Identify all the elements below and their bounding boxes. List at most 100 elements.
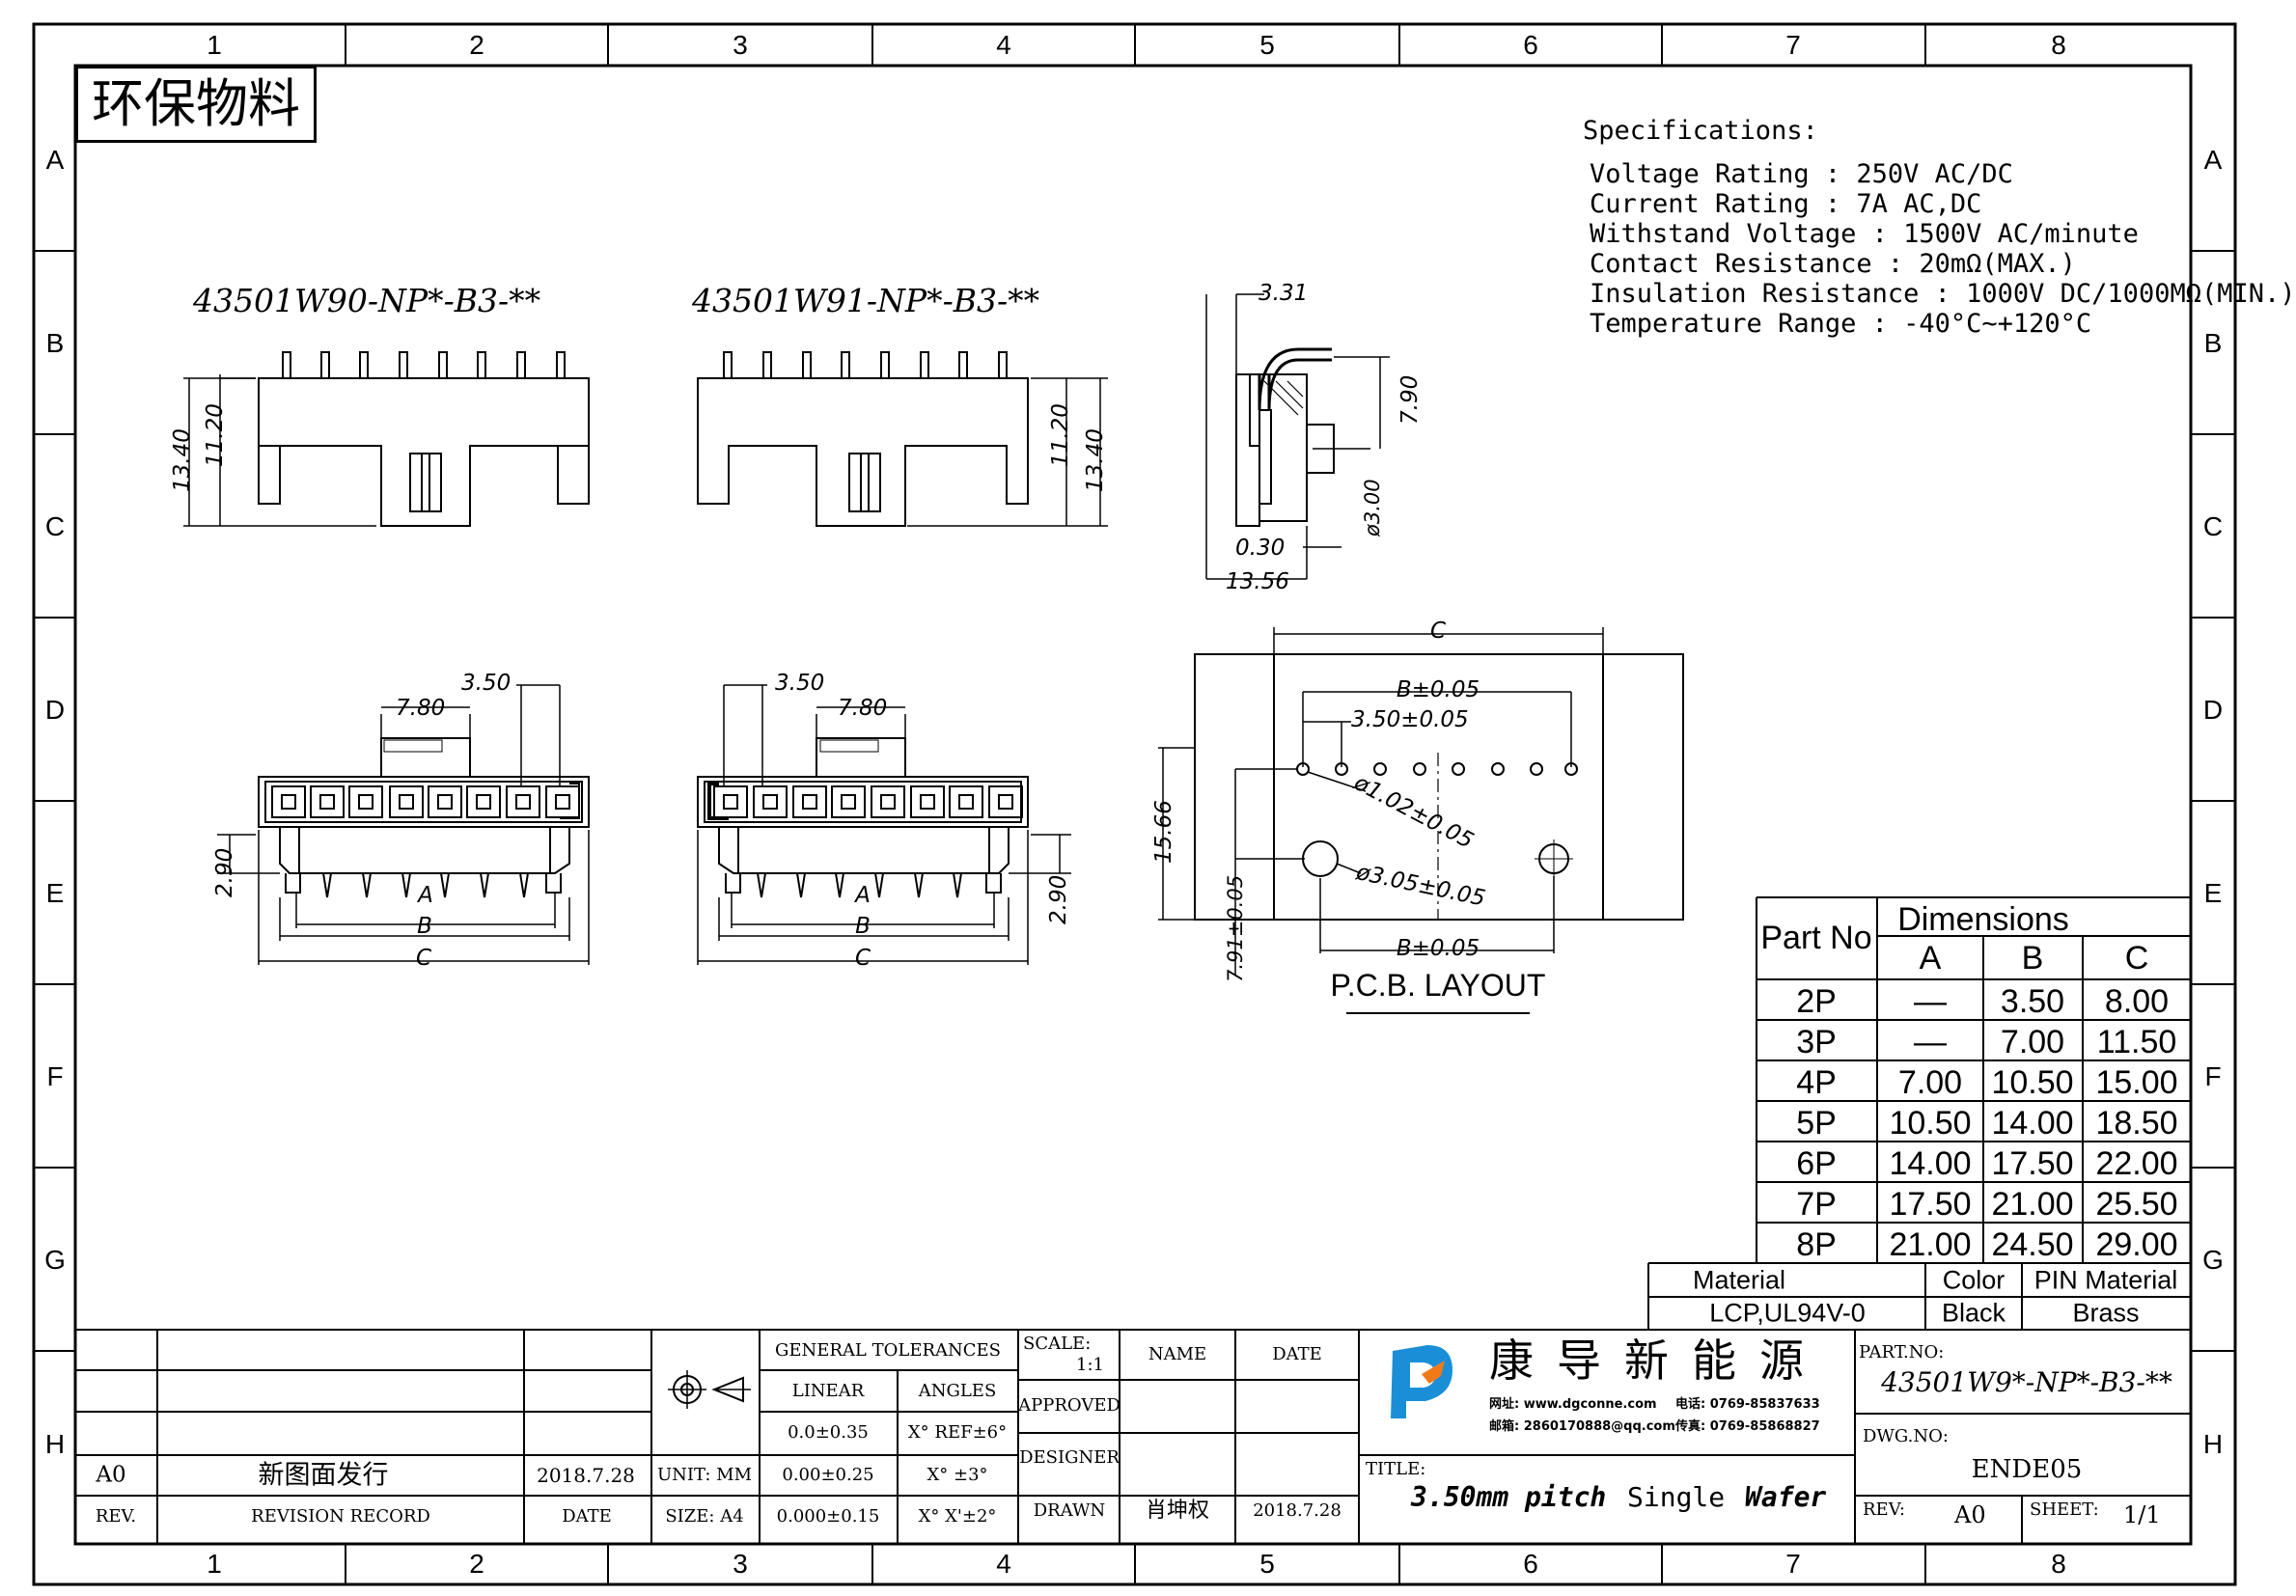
company-web: 网址: www.dgconne.com <box>1489 1397 1657 1412</box>
pcb-dim-b-top: B±0.05 <box>1396 677 1480 702</box>
dim-0-30: 0.30 <box>1235 536 1286 561</box>
column-label: 7 <box>1785 30 1801 60</box>
dim-a-right: A <box>855 883 871 908</box>
dim-table-header-dimensions: Dimensions <box>1897 901 2069 938</box>
front-right-part-label: 43501W91-NP*-B3-** <box>692 282 1040 319</box>
scale-label: SCALE: <box>1023 1334 1092 1354</box>
dim-table-cell-c: 11.50 <box>2096 1024 2177 1060</box>
row-label: H <box>2202 1429 2224 1459</box>
dim-table-cell-c: 8.00 <box>2104 983 2170 1020</box>
dim-table-cell-b: 3.50 <box>2000 983 2065 1020</box>
drawn-date: 2018.7.28 <box>1253 1500 1342 1521</box>
dim-table-cell-b: 24.50 <box>1991 1226 2074 1263</box>
grid-row-ticks <box>34 250 2235 1352</box>
dim-phi-3-00: ø3.00 <box>1361 479 1384 537</box>
column-label: 8 <box>2051 30 2066 60</box>
rev-date: 2018.7.28 <box>537 1464 635 1487</box>
inner-frame <box>73 64 2193 1546</box>
dim-7-80-right: 7.80 <box>838 696 888 721</box>
dimensions-table-lines <box>1647 896 2191 1330</box>
column-label: 1 <box>207 1549 222 1579</box>
dim-11-20-right: 11.20 <box>1048 403 1073 467</box>
dim-2-90-left: 2.90 <box>212 847 237 897</box>
rev-record: 新图面发行 <box>258 1460 389 1491</box>
color-value: Black <box>1941 1298 2006 1328</box>
pcb-dim-pitch: 3.50±0.05 <box>1351 707 1469 732</box>
dim-table-cell-c: 15.00 <box>2095 1064 2178 1101</box>
dim-table-cell-part: 6P <box>1796 1145 1837 1182</box>
bottom-view-right <box>697 684 1071 965</box>
column-label: 3 <box>733 30 748 60</box>
angle-tol-3: X° X'±2° <box>918 1506 997 1527</box>
color-label: Color <box>1942 1265 2006 1295</box>
dim-11-20-left: 11.20 <box>203 403 228 467</box>
pcb-dim-b-bottom: B±0.05 <box>1396 936 1480 961</box>
dim-table-cell-part: 4P <box>1796 1064 1837 1101</box>
linear-tol-3: 0.000±0.15 <box>776 1506 880 1527</box>
title-label: TITLE: <box>1366 1459 1426 1479</box>
row-label: H <box>44 1429 66 1459</box>
bottom-view-left <box>217 684 590 965</box>
row-label: A <box>2203 145 2223 175</box>
dim-table-cell-b: 14.00 <box>1991 1105 2074 1142</box>
side-view <box>1205 293 1390 580</box>
front-left-part-label: 43501W90-NP*-B3-** <box>193 282 541 319</box>
column-label: 4 <box>996 30 1011 60</box>
row-label: D <box>44 695 66 725</box>
dim-table-cell-c: 18.50 <box>2095 1105 2178 1142</box>
dim-b-left: B <box>417 914 432 939</box>
row-label: A <box>45 145 65 175</box>
designer-label: DESIGNER <box>1019 1447 1120 1468</box>
row-label: E <box>45 878 65 908</box>
linear-tol-1: 0.0±0.35 <box>788 1422 869 1443</box>
material-label: Material <box>1692 1265 1786 1295</box>
eco-label: 环保物料 <box>75 66 317 143</box>
column-label: 1 <box>207 30 222 60</box>
row-label: C <box>44 511 66 541</box>
title-value-wafer: Wafer <box>1745 1481 1827 1513</box>
rev-label: REV: <box>1863 1500 1905 1520</box>
spec-line: Contact Resistance : 20mΩ(MAX.) <box>1590 249 2076 279</box>
sheet-value: 1/1 <box>2123 1501 2161 1528</box>
dim-table-cell-b: 7.00 <box>2000 1024 2065 1060</box>
dim-table-cell-part: 2P <box>1796 983 1837 1020</box>
front-view-right <box>697 351 1108 527</box>
approved-label: APPROVED <box>1018 1395 1120 1416</box>
dim-table-cell-b: 21.00 <box>1991 1186 2074 1223</box>
dim-7-80-left: 7.80 <box>396 696 446 721</box>
column-label: 2 <box>469 1549 484 1579</box>
linear-tol-2: 0.00±0.25 <box>782 1465 874 1485</box>
row-label: G <box>2202 1245 2224 1275</box>
row-label: F <box>46 1061 64 1091</box>
row-label: B <box>45 328 65 358</box>
dim-table-cell-a: 21.00 <box>1889 1226 1972 1263</box>
company-name: 康导新能源 <box>1489 1335 1827 1387</box>
part-no-label: PART.NO: <box>1859 1342 1945 1362</box>
dim-table-cell-a: 17.50 <box>1889 1186 1972 1223</box>
date-header-approval: DATE <box>1272 1344 1322 1364</box>
column-label: 8 <box>2051 1549 2066 1579</box>
header-date: DATE <box>562 1506 612 1527</box>
dim-table-cell-b: 17.50 <box>1991 1145 2074 1182</box>
dim-3-50-right: 3.50 <box>775 671 825 696</box>
dim-table-header-part: Part No <box>1760 920 1872 956</box>
name-header: NAME <box>1148 1344 1207 1364</box>
pcb-dim-c: C <box>1429 619 1447 644</box>
dim-table-cell-part: 8P <box>1796 1226 1837 1263</box>
rev-value: A0 <box>1954 1501 1986 1528</box>
spec-line: Voltage Rating : 250V AC/DC <box>1590 159 2013 189</box>
material-value: LCP,UL94V-0 <box>1709 1298 1866 1328</box>
dim-table-cell-b: 10.50 <box>1991 1064 2074 1101</box>
front-view-left <box>183 351 590 527</box>
column-label: 2 <box>469 30 484 60</box>
column-label: 6 <box>1523 30 1538 60</box>
sheet-label: SHEET: <box>2030 1500 2099 1520</box>
row-label: F <box>2204 1061 2222 1091</box>
dim-3-31: 3.31 <box>1259 281 1309 306</box>
company-logo <box>1391 1345 1452 1418</box>
scale-value: 1:1 <box>1076 1355 1104 1375</box>
company-mail: 邮箱: 2860170888@qq.com <box>1489 1419 1675 1434</box>
size: SIZE: A4 <box>665 1506 744 1527</box>
pcb-layout <box>1158 627 1684 1014</box>
